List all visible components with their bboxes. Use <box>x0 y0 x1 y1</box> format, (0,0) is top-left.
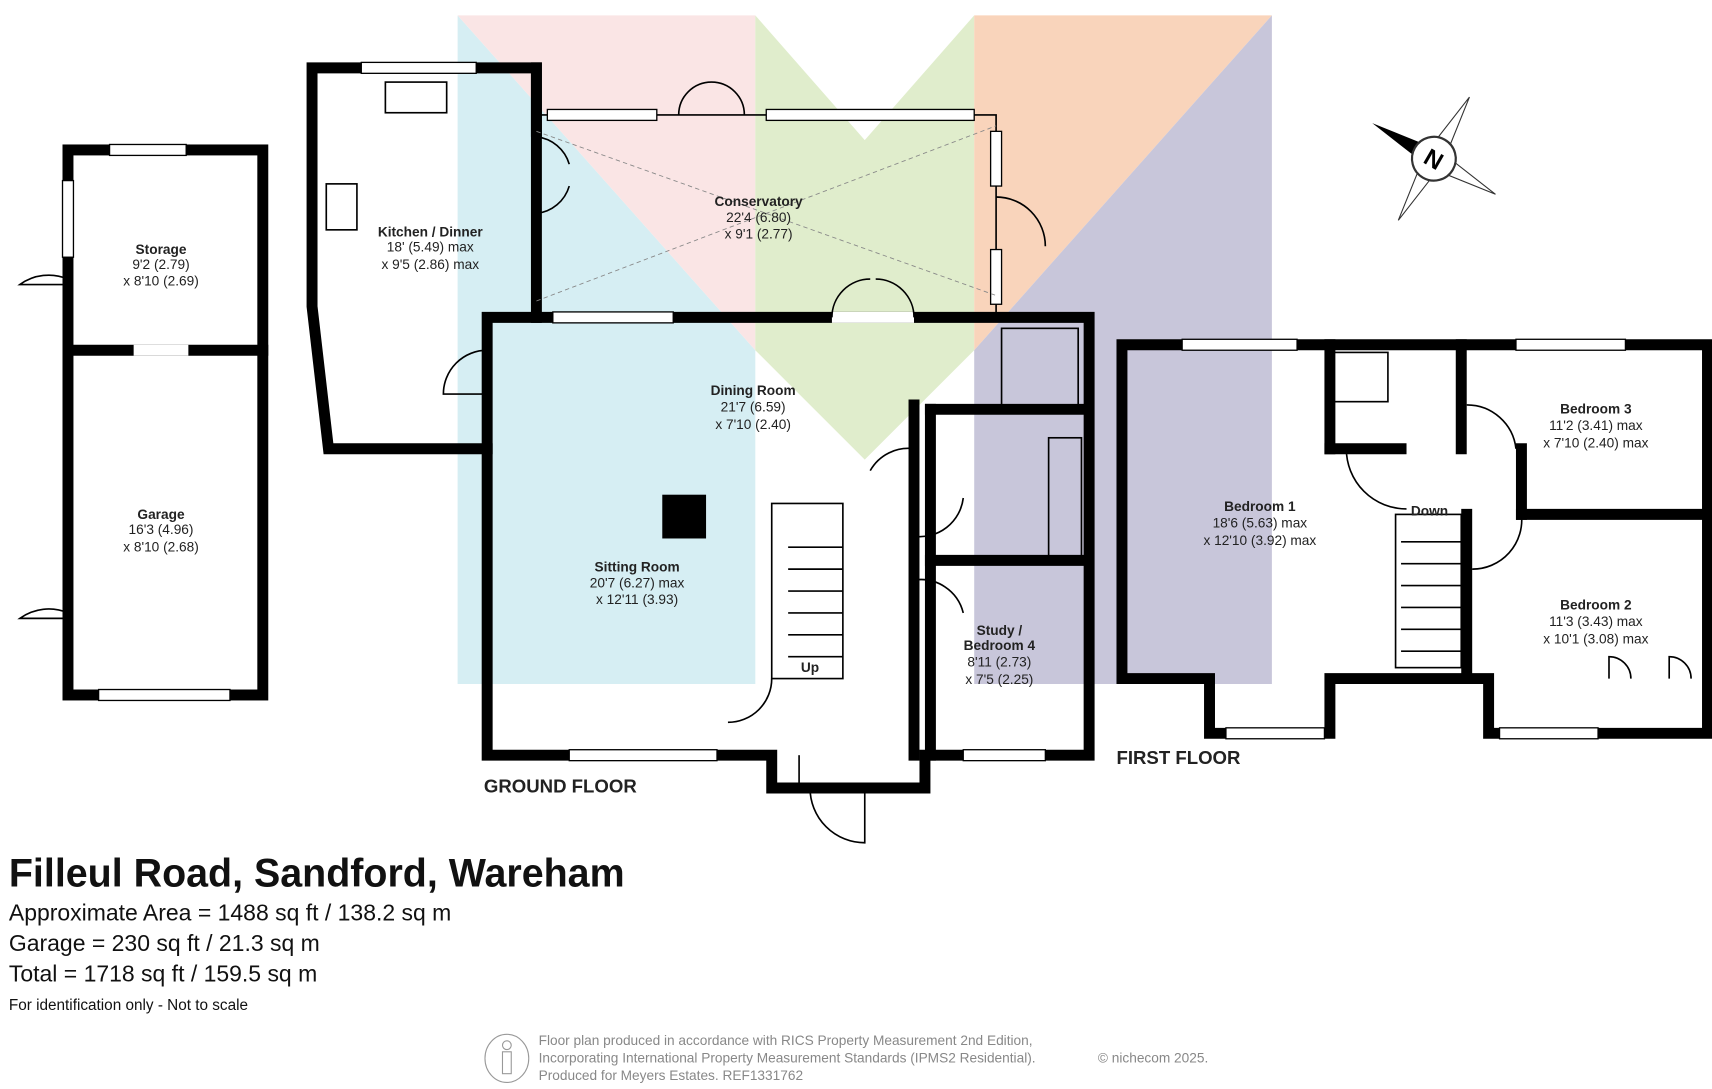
footer-line-2: Incorporating International Property Mea… <box>539 1051 1036 1066</box>
total-area: Total = 1718 sq ft / 159.5 sq m <box>9 961 317 987</box>
disclaimer: For identification only - Not to scale <box>9 997 248 1014</box>
ground-floor-walls <box>306 61 1095 844</box>
room-bedroom3-dim: x 7'10 (2.40) max <box>1543 436 1648 451</box>
first-floor-walls <box>1116 338 1712 740</box>
first-floor-label: FIRST FLOOR <box>1116 747 1241 768</box>
room-garage-dim: x 8'10 (2.68) <box>123 540 199 555</box>
room-kitchen-name: Kitchen / Dinner <box>378 224 484 239</box>
room-study-dim: 8'11 (2.73) <box>967 655 1031 670</box>
room-study-name: Study / <box>977 623 1023 638</box>
room-storage-dim: x 8'10 (2.69) <box>123 274 199 289</box>
room-bedroom1-dim: x 12'10 (3.92) max <box>1203 533 1316 548</box>
room-bedroom2-dim: 11'3 (3.43) max <box>1549 614 1643 629</box>
garage-building <box>17 143 269 702</box>
room-study-dim: x 7'5 (2.25) <box>965 672 1033 687</box>
person-icon <box>484 1033 530 1083</box>
garage-area: Garage = 230 sq ft / 21.3 sq m <box>9 930 320 956</box>
room-storage-dim: 9'2 (2.79) <box>132 257 189 272</box>
stairs-up-label: Up <box>801 660 819 675</box>
footer-line-1: Floor plan produced in accordance with R… <box>539 1033 1033 1048</box>
property-info: Filleul Road, Sandford, Wareham Approxim… <box>9 852 625 1015</box>
room-bedroom1-name: Bedroom 1 <box>1224 499 1296 514</box>
stairs-down-label: Down <box>1411 503 1448 518</box>
room-labels: Storage 9'2 (2.79) x 8'10 (2.69) Garage … <box>123 194 1648 797</box>
room-bedroom2-dim: x 10'1 (3.08) max <box>1543 632 1648 647</box>
room-dining-dim: x 7'10 (2.40) <box>715 417 791 432</box>
room-bedroom3-dim: 11'2 (3.41) max <box>1549 418 1643 433</box>
room-sitting-dim: 20'7 (6.27) max <box>590 576 685 591</box>
room-kitchen-dim: x 9'5 (2.86) max <box>381 257 479 272</box>
footer-copyright: © nichecom 2025. <box>1098 1051 1208 1066</box>
footer: Floor plan produced in accordance with R… <box>484 1033 1208 1083</box>
room-dining-dim: 21'7 (6.59) <box>721 400 786 415</box>
room-conservatory-dim: x 9'1 (2.77) <box>725 227 793 242</box>
room-sitting-name: Sitting Room <box>595 559 680 574</box>
room-bedroom3-name: Bedroom 3 <box>1560 402 1632 417</box>
room-study-name: Bedroom 4 <box>964 638 1036 653</box>
ground-floor-label: GROUND FLOOR <box>484 775 637 796</box>
room-dining-name: Dining Room <box>711 383 796 398</box>
room-bedroom2-name: Bedroom 2 <box>1560 598 1632 613</box>
room-sitting-dim: x 12'11 (3.93) <box>596 592 678 607</box>
room-conservatory-name: Conservatory <box>715 194 804 209</box>
room-garage-dim: 16'3 (4.96) <box>129 522 194 537</box>
footer-line-3: Produced for Meyers Estates. REF1331762 <box>539 1068 803 1083</box>
room-storage-name: Storage <box>136 242 187 257</box>
room-conservatory-dim: 22'4 (6.80) <box>726 210 791 225</box>
room-bedroom1-dim: 18'6 (5.63) max <box>1213 516 1308 531</box>
room-garage-name: Garage <box>137 507 185 522</box>
approximate-area: Approximate Area = 1488 sq ft / 138.2 sq… <box>9 899 451 925</box>
property-title: Filleul Road, Sandford, Wareham <box>9 852 625 896</box>
room-kitchen-dim: 18' (5.49) max <box>387 240 474 255</box>
compass-icon: N <box>1372 96 1496 221</box>
